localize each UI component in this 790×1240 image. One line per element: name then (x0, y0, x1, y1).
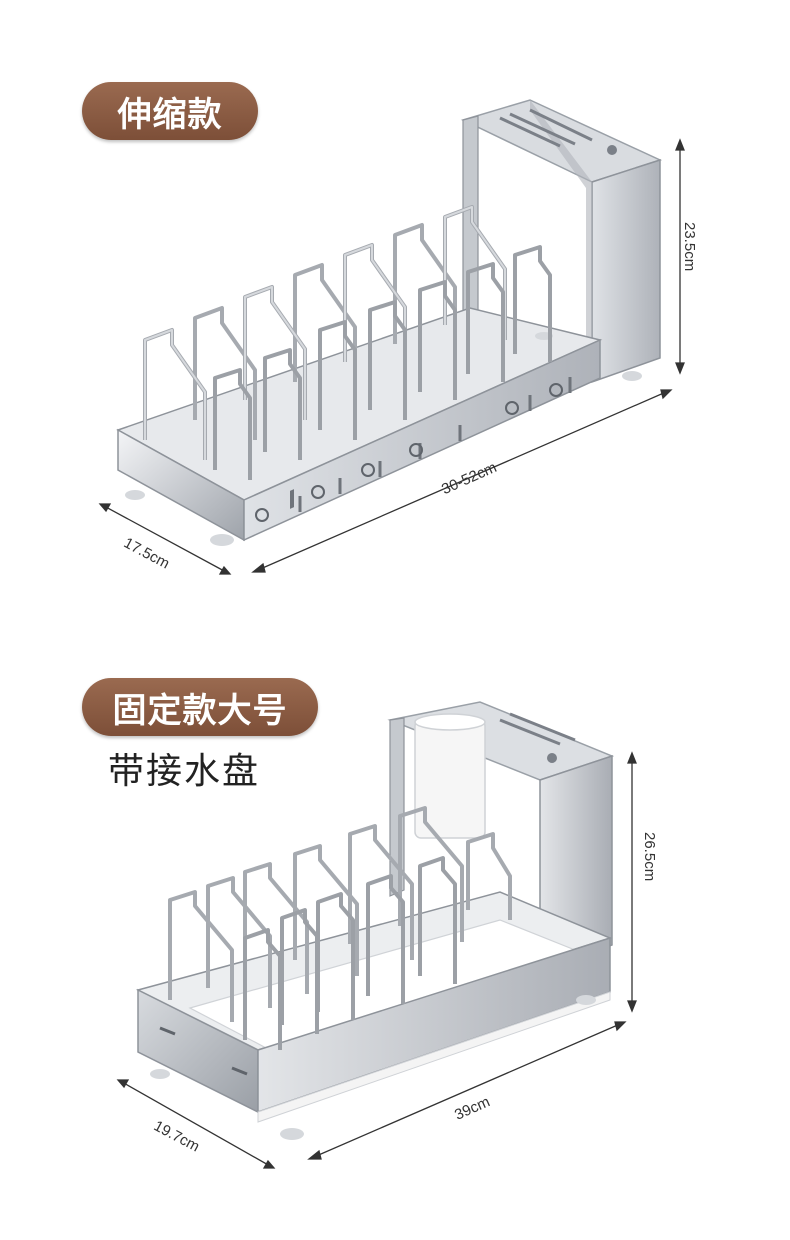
base-tray (116, 307, 642, 546)
fixed-rack-illustration (116, 701, 637, 1169)
model-badge-fixed-large: 固定款大号 (82, 678, 318, 736)
dimension-height-label: 23.5cm (681, 222, 698, 272)
knife-holder-tower (460, 99, 663, 384)
wire-dividers (168, 806, 512, 1022)
model-badge-telescopic: 伸缩款 (82, 82, 258, 140)
base-tray-with-drip-pan (135, 891, 613, 1140)
section-fixed-large: 固定款大号 带接水盘 (0, 620, 790, 1240)
section-telescopic: 伸缩款 (82, 82, 698, 575)
dimension-lines (116, 751, 637, 1169)
model-subtitle: 带接水盘 (108, 751, 261, 792)
telescopic-rack-illustration (98, 99, 685, 575)
dimension-height-label: 26.5cm (641, 832, 658, 882)
dimension-lines (98, 138, 685, 575)
